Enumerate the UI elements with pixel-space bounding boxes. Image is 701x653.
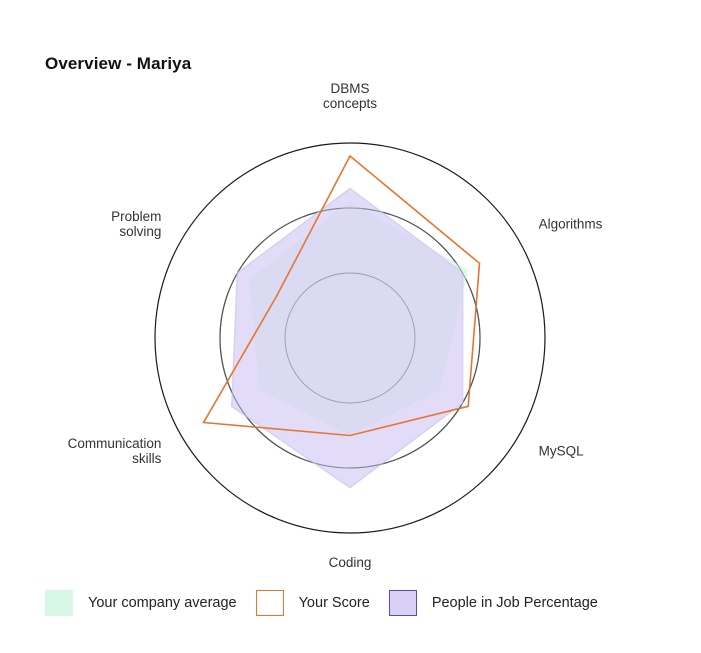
- axis-label-algorithms: Algorithms: [539, 217, 603, 232]
- legend-item-people-in-job[interactable]: People in Job Percentage: [388, 590, 598, 616]
- axis-label-line: DBMS: [330, 81, 369, 96]
- axis-label-line: Algorithms: [539, 217, 603, 232]
- chart-title: Overview - Mariya: [45, 54, 192, 73]
- axis-label-line: skills: [132, 451, 161, 466]
- grid-ring-3: [154, 142, 546, 534]
- legend-label-people-in-job: People in Job Percentage: [431, 595, 598, 611]
- legend-label-company-average: Your company average: [88, 595, 237, 611]
- series-your-score: [202, 154, 481, 437]
- legend: Your company average Your Score People i…: [45, 590, 617, 616]
- axis-label-line: concepts: [323, 96, 377, 111]
- grid-ring-overlay-2: [219, 207, 481, 469]
- axis-label-line: solving: [119, 224, 161, 239]
- your-score-swatch: [255, 590, 284, 616]
- axis-label-line: Problem: [111, 209, 161, 224]
- legend-item-your-score[interactable]: Your Score: [255, 590, 370, 616]
- axis-label-line: Communication: [68, 436, 162, 451]
- axis-label-line: MySQL: [539, 444, 585, 459]
- legend-label-your-score: Your Score: [298, 595, 370, 611]
- people-in-job-swatch: [388, 590, 417, 616]
- axis-label-mysql: MySQL: [539, 444, 585, 459]
- grid-ring-overlay-1: [284, 272, 416, 404]
- company-average-swatch: [45, 590, 73, 616]
- axis-label-coding: Coding: [329, 555, 372, 570]
- axis-label-line: Coding: [329, 555, 372, 570]
- legend-item-company-average[interactable]: Your company average: [45, 590, 237, 616]
